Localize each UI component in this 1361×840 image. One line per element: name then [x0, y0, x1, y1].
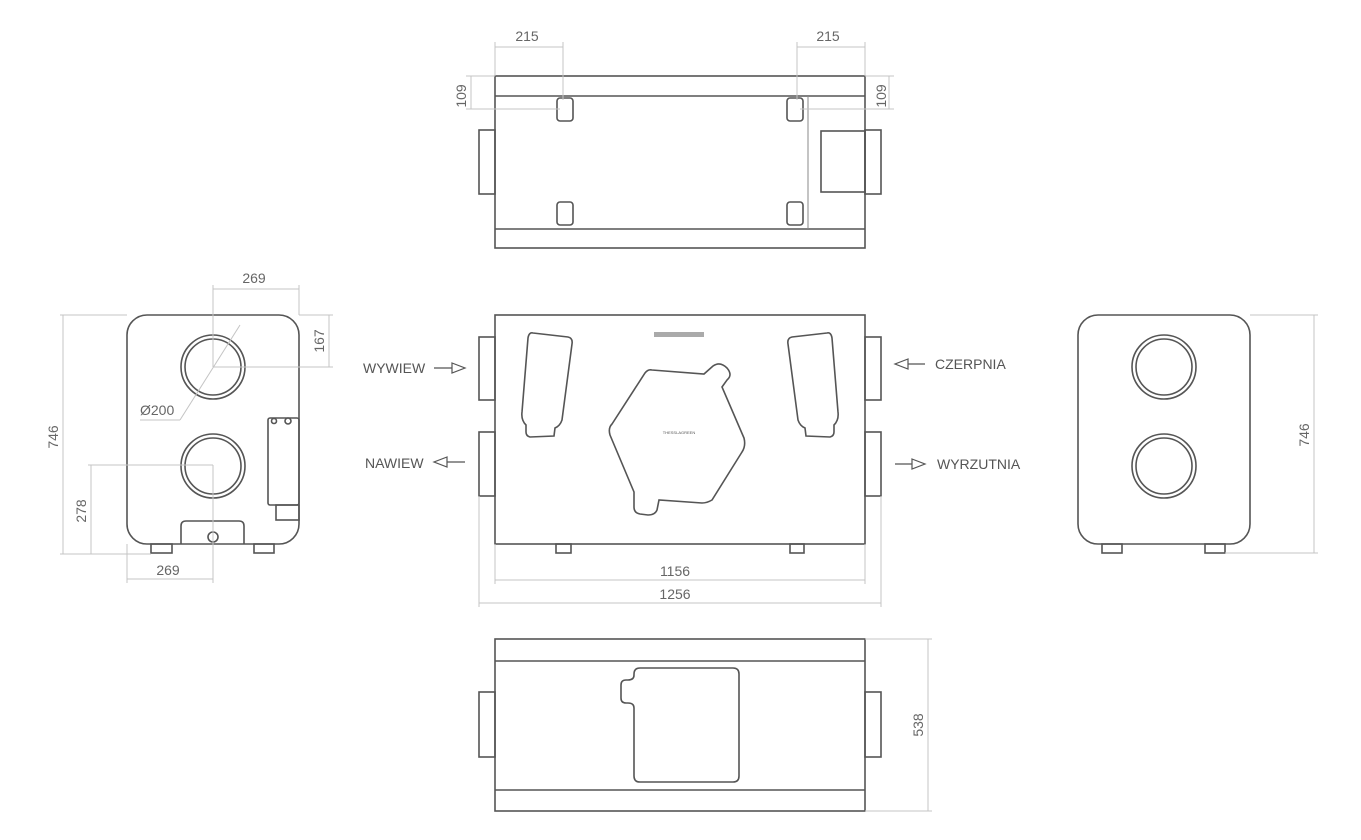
dim-side-total-height: 746	[45, 425, 61, 449]
brand-label: THESSLAGREEN	[663, 430, 696, 435]
filter-right	[787, 332, 839, 438]
arrow-right-icon	[451, 362, 467, 374]
right-side-view: 746	[1077, 314, 1318, 554]
heat-exchanger	[608, 363, 746, 516]
mount-slot	[556, 201, 574, 226]
dim-side-width-bottom: 269	[156, 562, 180, 578]
dim-top-left-offset: 215	[515, 28, 539, 44]
dim-front-body-width: 1156	[660, 563, 690, 579]
left-side-view: 269 167 Ø200 746 278 269	[45, 270, 333, 583]
label-wywiew: WYWIEW	[363, 360, 426, 376]
dim-bottom-depth: 538	[910, 713, 926, 737]
dim-top-left-depth: 109	[453, 84, 469, 108]
dim-top-right-depth: 109	[873, 84, 889, 108]
arrow-right-icon	[911, 458, 927, 470]
bottom-view: 538	[478, 638, 932, 812]
arrow-left-icon	[893, 358, 909, 370]
display-grille	[654, 332, 704, 337]
label-wyrzutnia: WYRZUTNIA	[937, 456, 1021, 472]
dim-side-height-top: 167	[311, 329, 327, 353]
dim-right-total-height: 746	[1296, 423, 1312, 447]
filter-left	[521, 332, 573, 438]
label-nawiew: NAWIEW	[365, 455, 424, 471]
top-view: 215 215 109 109	[453, 28, 894, 249]
dim-top-right-offset: 215	[816, 28, 840, 44]
front-view: THESSLAGREEN WYWIEW NAWIEW CZERPNIA WYRZ…	[363, 314, 1021, 607]
dim-diameter: Ø200	[140, 402, 174, 418]
label-czerpnia: CZERPNIA	[935, 356, 1006, 372]
dim-side-bottom-height: 278	[73, 499, 89, 523]
arrow-left-icon	[432, 456, 448, 468]
mount-slot	[786, 201, 804, 226]
dim-front-total-width: 1256	[659, 586, 690, 602]
dim-side-width-top: 269	[242, 270, 266, 286]
